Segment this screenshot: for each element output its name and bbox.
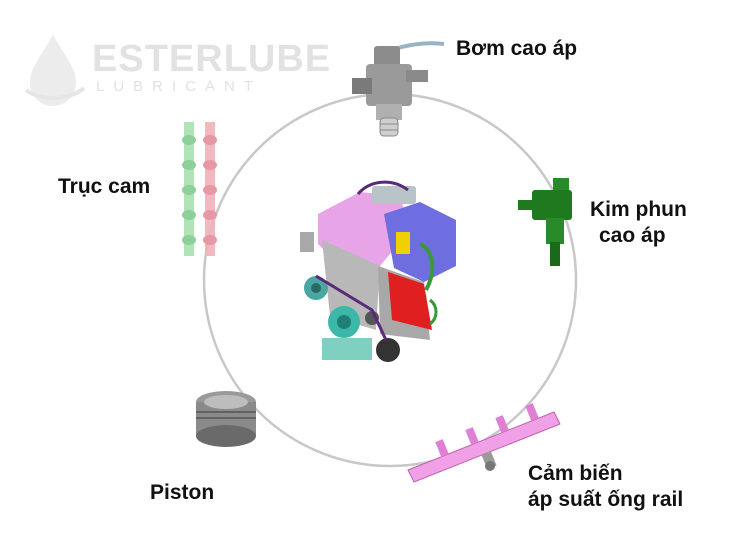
engine-image	[300, 180, 456, 362]
label-high-pressure-pump-text: Bơm cao áp	[456, 37, 578, 60]
label-high-pressure-pump: Bơm cao áp	[456, 36, 577, 62]
label-piston-text: Piston	[150, 481, 215, 504]
label-rail-sensor: Cảm biến áp suất ống rail	[528, 461, 683, 513]
watermark-brand: ESTERLUBE	[92, 38, 332, 80]
oil-drop-icon	[24, 34, 86, 106]
label-rail-sensor-line1: Cảm biến	[528, 462, 623, 485]
camshaft-image	[182, 122, 217, 256]
fuel-rail-image	[407, 403, 561, 483]
label-injector-line2: cao áp	[599, 224, 666, 247]
label-injector-line1: Kim phun	[590, 198, 687, 221]
injector-image	[518, 178, 572, 266]
label-camshaft-text: Trục cam	[58, 175, 151, 198]
label-piston: Piston	[150, 480, 214, 506]
piston-image	[196, 391, 256, 447]
watermark-sub: LUBRICANT	[96, 78, 263, 95]
label-rail-sensor-line2: áp suất ống rail	[528, 488, 684, 511]
label-camshaft: Trục cam	[58, 174, 150, 200]
label-injector: Kim phun cao áp	[590, 197, 687, 249]
high-pressure-pump-image	[352, 41, 445, 137]
